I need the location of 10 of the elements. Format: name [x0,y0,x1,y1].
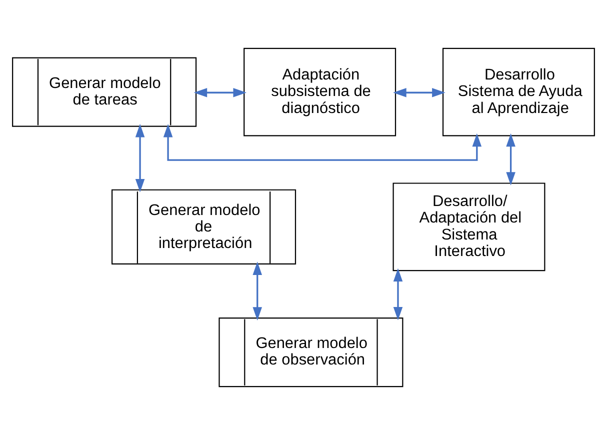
arrow [393,88,446,98]
arrow [135,124,145,192]
node-box: Adaptación subsistema de diagnóstico [244,48,396,136]
node-box: Desarrollo/ Adaptación del Sistema Interactivo [392,182,546,272]
arrow [163,124,482,161]
arrow [252,262,262,320]
node-box: Desarrollo Sistema de Ayuda al Aprendizaje [442,48,595,136]
arrow [194,88,247,98]
arrow [506,133,516,186]
arrow [393,268,403,320]
